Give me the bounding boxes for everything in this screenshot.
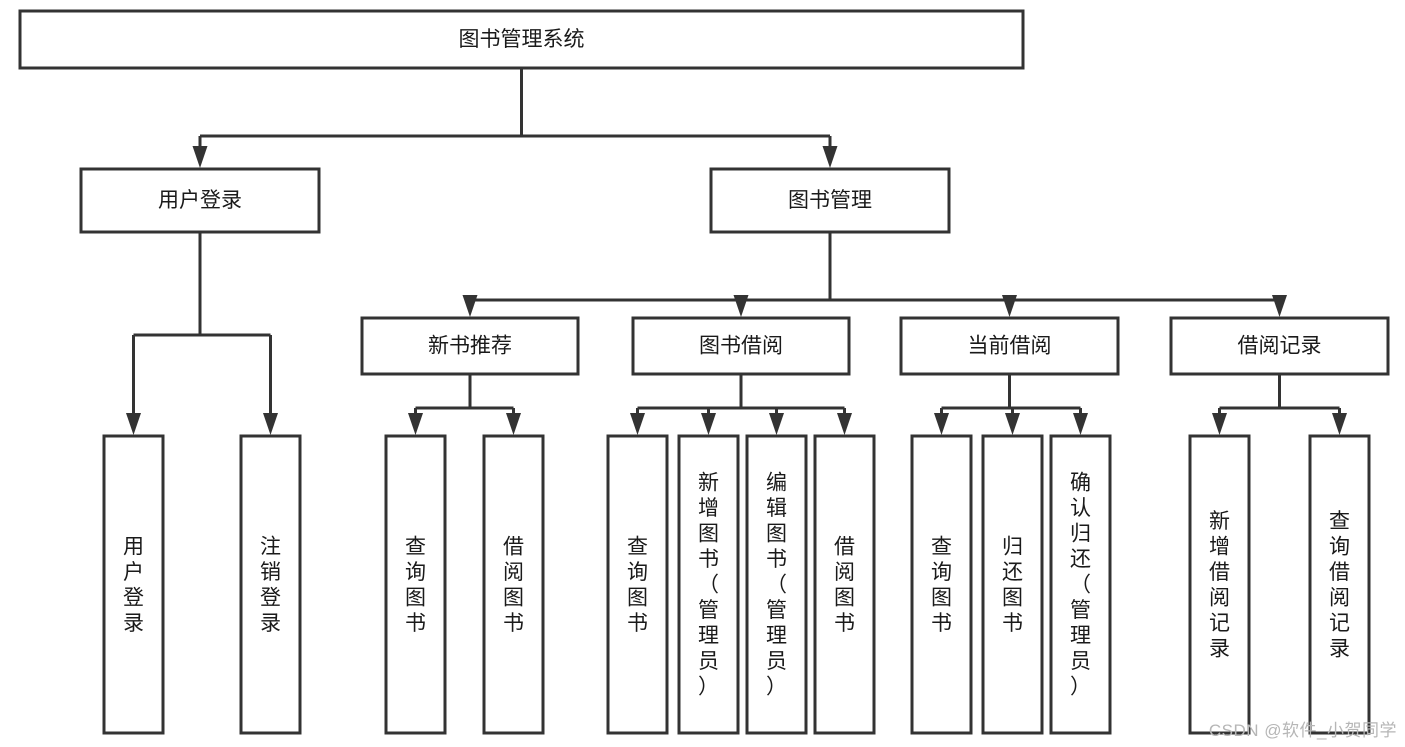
node-label: 新增图书（管理员） [698,472,719,699]
node-l_query_book_3[interactable]: 查询图书 [910,434,973,735]
connector-group [126,232,278,435]
arrow-head-icon [630,413,645,435]
node-l_query_book_2[interactable]: 查询图书 [606,434,669,735]
node-box[interactable] [813,434,876,735]
node-box[interactable] [18,9,1025,70]
arrow-head-icon [1073,413,1088,435]
arrow-head-icon [192,146,208,168]
node-box[interactable] [1049,434,1112,735]
node-label: 查询图书 [627,535,648,635]
arrow-head-icon [126,413,141,435]
node-box[interactable] [239,434,302,735]
node-box[interactable] [360,316,580,376]
node-label: 归还图书 [1002,535,1023,635]
arrow-head-icon [263,413,278,435]
node-l_return_book[interactable]: 归还图书 [981,434,1044,735]
csdn-watermark: CSDN @软件_小贺同学 [1208,721,1397,740]
node-label: 借阅记录 [1238,335,1322,358]
node-label: 当前借阅 [968,335,1052,358]
connector-group [408,374,521,435]
node-label: 确认归还（管理员） [1070,472,1091,699]
node-l_edit_book[interactable]: 编辑图书（管理员） [745,434,808,735]
node-layer: 图书管理系统用户登录图书管理新书推荐图书借阅当前借阅借阅记录用户登录注销登录查询… [18,9,1390,735]
arrow-head-icon [769,413,784,435]
node-box[interactable] [709,167,951,234]
arrow-head-icon [1005,413,1020,435]
connector-group [934,374,1088,435]
node-box[interactable] [606,434,669,735]
node-l_borrow_book_1[interactable]: 借阅图书 [482,434,545,735]
node-label: 借阅图书 [503,535,524,635]
node-label: 编辑图书（管理员） [766,472,787,699]
connector-group [192,68,838,168]
node-box[interactable] [677,434,740,735]
node-l_add_book[interactable]: 新增图书（管理员） [677,434,740,735]
node-label: 图书管理 [788,189,872,212]
arrow-head-icon [822,146,838,168]
node-l_confirm_ret[interactable]: 确认归还（管理员） [1049,434,1112,735]
connector-layer [126,68,1347,435]
node-book_mgmt[interactable]: 图书管理 [709,167,951,234]
node-borrow[interactable]: 图书借阅 [631,316,851,376]
connector-group [462,232,1287,317]
arrow-head-icon [1002,295,1017,317]
arrow-head-icon [408,413,423,435]
node-box[interactable] [910,434,973,735]
node-new_rec[interactable]: 新书推荐 [360,316,580,376]
node-user_login[interactable]: 用户登录 [79,167,321,234]
node-l_user_logout[interactable]: 注销登录 [239,434,302,735]
node-label: 新书推荐 [428,335,512,358]
node-label: 查询图书 [931,535,952,635]
node-records[interactable]: 借阅记录 [1169,316,1390,376]
node-l_query_record[interactable]: 查询借阅记录 [1308,434,1371,735]
node-label: 借阅图书 [834,535,855,635]
node-box[interactable] [745,434,808,735]
node-label: 查询图书 [405,535,426,635]
arrow-head-icon [701,413,716,435]
node-l_add_record[interactable]: 新增借阅记录 [1188,434,1251,735]
arrow-head-icon [837,413,852,435]
node-label: 用户登录 [158,189,242,212]
connector-group [630,374,852,435]
node-box[interactable] [631,316,851,376]
node-label: 图书管理系统 [459,28,585,51]
node-l_borrow_book_2[interactable]: 借阅图书 [813,434,876,735]
node-box[interactable] [79,167,321,234]
node-l_user_login[interactable]: 用户登录 [102,434,165,735]
node-box[interactable] [384,434,447,735]
arrow-head-icon [733,295,749,317]
node-box[interactable] [1308,434,1371,735]
node-box[interactable] [102,434,165,735]
arrow-head-icon [462,295,478,317]
node-current[interactable]: 当前借阅 [899,316,1120,376]
arrow-head-icon [1272,295,1287,317]
node-l_query_book_1[interactable]: 查询图书 [384,434,447,735]
node-label: 用户登录 [123,535,144,635]
arrow-head-icon [1212,413,1227,435]
connector-group [1212,374,1347,435]
arrow-head-icon [506,413,521,435]
node-box[interactable] [482,434,545,735]
node-box[interactable] [1169,316,1390,376]
node-label: 注销登录 [260,535,281,635]
node-box[interactable] [899,316,1120,376]
node-box[interactable] [981,434,1044,735]
arrow-head-icon [1332,413,1347,435]
node-label: 图书借阅 [699,335,783,358]
node-label: 新增借阅记录 [1209,510,1230,661]
arrow-head-icon [934,413,949,435]
node-box[interactable] [1188,434,1251,735]
node-root[interactable]: 图书管理系统 [18,9,1025,70]
node-label: 查询借阅记录 [1329,510,1350,661]
